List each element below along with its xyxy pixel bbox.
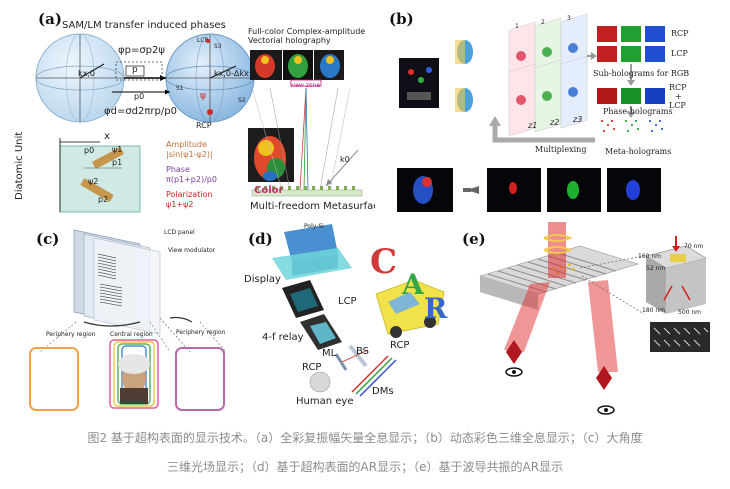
amplitude-title: Amplitude (166, 140, 207, 149)
p0-cell-label: p0 (84, 146, 95, 155)
polarization-title: Polarization (166, 190, 213, 199)
view-modulator-label: View modulator (168, 247, 216, 254)
diatomic-unit-cell (59, 145, 141, 213)
axis-x-label: x (104, 131, 110, 142)
panel-a-graphic (35, 33, 363, 213)
rcp-bottom: RCP (669, 83, 687, 92)
panel-c-graphic (29, 229, 227, 411)
dim-180-label: 180 nm (642, 307, 666, 314)
lcp-top: LCP (671, 49, 688, 58)
box-p-label: p (132, 65, 138, 75)
dim-500-label: 500 nm (678, 309, 702, 316)
p2-label: p2 (98, 195, 109, 204)
letter-c: C (370, 242, 398, 282)
panel-b: (b) 1 2 3 z1 z2 z3 RCP LCP Sub-holograms… (375, 0, 730, 222)
letter-r: R (424, 292, 448, 325)
bs-label: BS (356, 346, 370, 357)
poly-si-label: Poly-Si (304, 223, 324, 230)
periphery-left-label: Periphery region (46, 331, 96, 338)
letter-a: A (402, 268, 424, 301)
rcp-right-label: RCP (390, 340, 410, 351)
relay-label: 4-f relay (262, 332, 304, 343)
panel-c: (c) LCD panel View modulator Periphery r… (0, 222, 238, 422)
p0-mid-label: p0 (134, 92, 145, 101)
lcd-panel-label: LCD panel (164, 229, 195, 236)
panel-d-graphic (272, 224, 445, 397)
panel-e-graphic (478, 222, 710, 415)
sam-lm-header: SAM/LM transfer induced phases (62, 20, 226, 31)
ml-label: ML (322, 348, 337, 359)
rcp-top: RCP (671, 29, 689, 38)
plus-sign: + (675, 92, 682, 101)
holo-title-2: Vectorial holography (248, 36, 331, 45)
dim-70-label: 70 nm (684, 243, 704, 250)
p1-label: p1 (112, 158, 123, 167)
panel-b-tag: (b) (389, 10, 414, 28)
meta-holograms-label: Meta-holograms (605, 147, 672, 156)
panel-e: (e) 70 nm 160 nm 52 nm 180 nm 500 nm (460, 222, 730, 422)
depth-1: 1 (515, 23, 519, 30)
psi-label: ψ (200, 91, 206, 101)
panel-e-tag: (e) (462, 230, 486, 248)
lcp-label-d: LCP (338, 296, 357, 307)
polarization-formula: ψ1+ψ2 (166, 200, 194, 209)
phi-d-equation: φd=σd2πrp/p0 (104, 106, 177, 117)
dim-52-label: 52 nm (646, 265, 666, 272)
color-word: Color (254, 185, 284, 196)
s1-label: S1 (176, 85, 184, 92)
kx0-dkx-label: kx,0-Δkx (214, 69, 249, 78)
k0-label: k0 (340, 155, 350, 164)
z2-label: z2 (550, 118, 560, 127)
central-region-label: Central region (110, 331, 153, 338)
rcp-left-label: RCP (302, 362, 322, 373)
view-zone-label: view zone (290, 82, 321, 89)
rcp-label: RCP (196, 121, 212, 130)
psi2-label: ψ2 (88, 177, 99, 186)
depth-2: 2 (541, 19, 545, 26)
panel-b-graphic (397, 13, 665, 212)
display-label: Display (244, 274, 281, 285)
phi-p-equation: φp=σp2ψ (118, 45, 165, 56)
dim-160-label: 160 nm (638, 253, 662, 260)
z1-label: z1 (528, 121, 538, 130)
kx0-label: kx,0 (78, 69, 95, 78)
z3-label: z3 (573, 115, 583, 124)
figure-caption-line-2: 三维光场显示；（d）基于超构表面的AR显示；（e）基于波导共振的AR显示 (166, 460, 564, 474)
lcp-label: LCP (197, 37, 209, 44)
sub-holograms-label: Sub-holograms for RGB (593, 69, 690, 78)
phase-title: Phase (166, 165, 190, 174)
panel-c-tag: (c) (36, 230, 60, 248)
panel-d-tag: (d) (248, 230, 273, 248)
holo-title-1: Full-color Complex-amplitude (248, 27, 366, 36)
phase-formula: π(p1+p2)/p0 (166, 175, 217, 184)
figure-caption-line-1: 图2 基于超构表面的显示技术。（a）全彩复振幅矢量全息显示；（b）动态彩色三维全… (87, 431, 643, 445)
depth-3: 3 (567, 15, 571, 22)
panel-d: (d) Poly-Si Display LCP 4-f relay ML BS … (238, 222, 460, 422)
panel-a-tag: (a) (38, 10, 62, 28)
psi1-label: ψ1 (112, 145, 123, 154)
dms-label: DMs (372, 386, 394, 397)
panel-a: (a) SAM/LM transfer induced phases φp=σp… (0, 0, 375, 222)
s3-label: S3 (214, 43, 222, 50)
s2-label: S2 (238, 97, 246, 104)
periphery-right-label: Periphery region (176, 329, 226, 336)
human-eye-label: Human eye (296, 396, 354, 407)
amplitude-formula: |sin(ψ1-ψ2)| (166, 150, 213, 159)
metasurface-label: Multi-freedom Metasurface (250, 201, 375, 212)
diatomic-unit-label: Diatomic Unit (14, 131, 25, 200)
multiplexing-label: Multiplexing (535, 145, 587, 154)
phase-holograms-label: Phase-holograms (603, 107, 673, 116)
lcp-bottom: LCP (669, 101, 686, 110)
